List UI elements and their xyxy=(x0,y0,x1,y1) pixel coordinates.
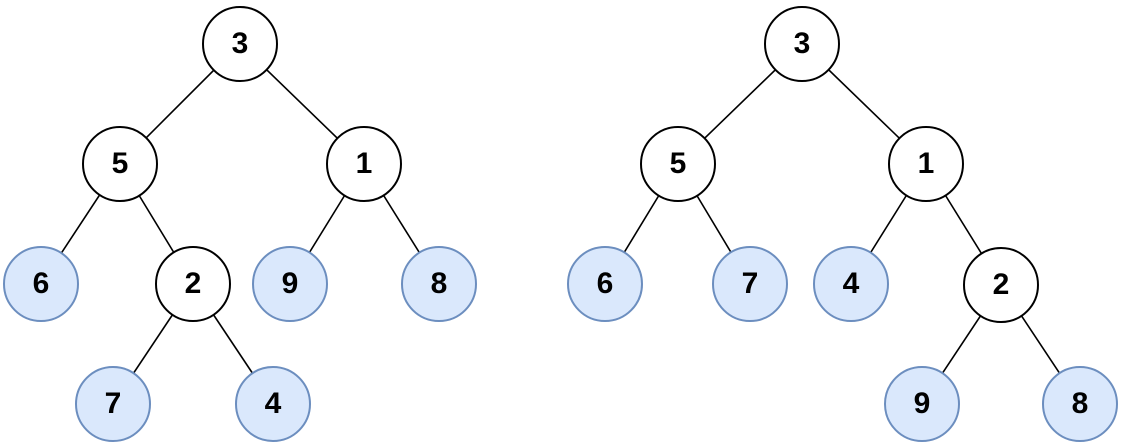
tree-2-node-1: 1 xyxy=(888,126,964,202)
tree-1-node-8: 8 xyxy=(401,246,477,322)
tree-2-node-5: 5 xyxy=(640,126,716,202)
tree-1-node-2: 2 xyxy=(155,246,231,322)
tree-2-node-6: 6 xyxy=(567,246,643,322)
tree-1-node-1: 1 xyxy=(326,126,402,202)
tree-2-node-9: 9 xyxy=(884,366,960,442)
tree-1-node-5: 5 xyxy=(82,126,158,202)
tree-1-node-3: 3 xyxy=(202,6,278,82)
tree-2-node-4: 4 xyxy=(813,246,889,322)
tree-2-node-8: 8 xyxy=(1042,366,1118,442)
tree-2-node-3: 3 xyxy=(764,6,840,82)
tree-1-node-9: 9 xyxy=(252,246,328,322)
tree-2-node-7: 7 xyxy=(712,246,788,322)
tree-1-node-7: 7 xyxy=(75,366,151,442)
tree-2-node-2: 2 xyxy=(963,247,1039,323)
tree-1-node-6: 6 xyxy=(3,246,79,322)
tree-1-node-4: 4 xyxy=(235,366,311,442)
